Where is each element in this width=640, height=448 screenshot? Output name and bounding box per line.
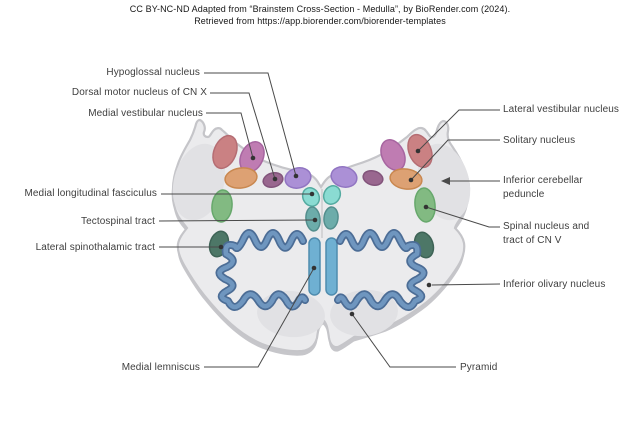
dot-lateral-spinothalamic-tract: [218, 244, 224, 250]
dot-medial-longitudinal-fasciculus: [309, 191, 315, 197]
leader-medial-vestibular-nucleus: [206, 112, 254, 159]
arrowhead-inferior-cerebellar-peduncle: [441, 177, 450, 185]
leader-tectospinal-tract: [158, 219, 316, 222]
tectospinal-tract-shape-right: [323, 206, 339, 230]
attribution-line-1: CC BY-NC-ND Adapted from “Brainstem Cros…: [129, 4, 511, 14]
dot-spinal-nucleus-tract-cn-v: [423, 204, 429, 210]
leader-hypoglossal-nucleus: [204, 72, 297, 177]
lateral-vestibular-nucleus-shape-left: [212, 134, 238, 170]
leader-dorsal-motor-nucleus-cn-x: [210, 92, 276, 180]
label-tectospinal-tract: Tectospinal tract: [81, 216, 155, 227]
label-inferior-cerebellar-peduncle: Inferior cerebellar peduncle: [503, 175, 583, 200]
label-dorsal-motor-nucleus-cn-x: Dorsal motor nucleus of CN X: [71, 87, 207, 98]
spinal-nucleus-cn-v-shape-left: [211, 189, 233, 223]
dorsal-motor-nucleus-shape-right: [362, 170, 384, 186]
dot-solitary-nucleus: [408, 177, 414, 183]
dot-pyramid: [349, 311, 355, 317]
leader-pyramid: [351, 313, 456, 368]
solitary-nucleus-shape-right: [389, 168, 423, 190]
dot-medial-lemniscus: [311, 265, 317, 271]
dot-dorsal-motor-nucleus-cn-x: [272, 176, 278, 182]
label-medial-vestibular-nucleus: Medial vestibular nucleus: [88, 108, 203, 119]
dot-tectospinal-tract: [312, 217, 318, 223]
hypoglossal-nucleus-shape-left: [284, 167, 312, 189]
inferior-olivary-nucleus-shape-right: [334, 229, 428, 311]
medial-lemniscus-shape-right: [325, 237, 338, 296]
inferior-olivary-nucleus-shape-left: [215, 229, 309, 311]
leader-lines: [158, 72, 501, 368]
label-lateral-spinothalamic-tract: Lateral spinothalamic tract: [35, 242, 155, 253]
leader-spinal-nucleus-tract-cn-v: [425, 206, 500, 228]
label-solitary-nucleus: Solitary nucleus: [503, 135, 576, 146]
dot-lateral-vestibular-nucleus: [415, 148, 421, 154]
dot-medial-vestibular-nucleus: [250, 155, 256, 161]
hypoglossal-nucleus-shape-right: [330, 166, 358, 188]
label-medial-longitudinal-fasciculus: Medial longitudinal fasciculus: [24, 188, 157, 199]
label-pyramid: Pyramid: [460, 362, 498, 373]
leader-dots: [218, 148, 450, 317]
solitary-nucleus-shape-left: [224, 167, 258, 189]
leader-lateral-vestibular-nucleus: [417, 109, 500, 152]
label-medial-lemniscus: Medial lemniscus: [121, 362, 200, 373]
medial-longitudinal-fasciculus-shape-right: [322, 185, 342, 205]
label-spinal-nucleus-tract-cn-v: Spinal nucleus and tract of CN V: [503, 221, 590, 246]
label-hypoglossal-nucleus: Hypoglossal nucleus: [106, 67, 200, 78]
dot-hypoglossal-nucleus: [293, 173, 299, 179]
dot-inferior-olivary-nucleus: [426, 282, 432, 288]
medial-longitudinal-fasciculus-shape-left: [301, 187, 321, 207]
leader-medial-lemniscus: [204, 267, 315, 368]
leader-solitary-nucleus: [410, 139, 500, 181]
label-lateral-vestibular-nucleus: Lateral vestibular nucleus: [503, 104, 619, 115]
leader-inferior-olivary-nucleus: [431, 283, 501, 286]
label-inferior-olivary-nucleus: Inferior olivary nucleus: [503, 279, 606, 290]
attribution-line-2: Retrieved from https://app.biorender.com…: [194, 16, 446, 26]
